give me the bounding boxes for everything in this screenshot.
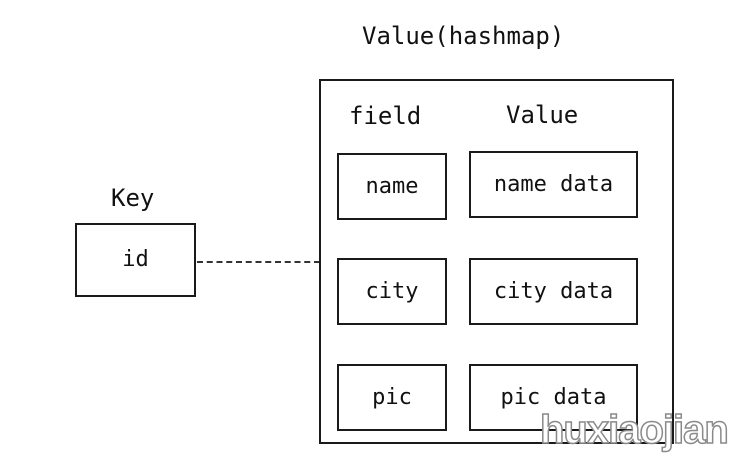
field-box-name: name <box>337 153 447 220</box>
value-text: city data <box>493 278 614 304</box>
field-box-pic: pic <box>337 364 447 431</box>
field-box-city: city <box>337 258 447 325</box>
key-value-text: id <box>122 247 149 272</box>
value-hashmap-title: Value(hashmap) <box>362 22 565 50</box>
watermark-text: huxiaojian <box>539 408 729 452</box>
field-text: name <box>365 173 419 199</box>
value-text: pic data <box>500 384 607 410</box>
key-label: Key <box>111 184 155 212</box>
value-box-city: city data <box>469 258 638 325</box>
field-column-header: field <box>349 102 422 130</box>
value-box-pic: pic data <box>469 364 638 431</box>
value-column-header: Value <box>506 101 579 129</box>
field-text: city <box>365 278 419 304</box>
key-to-value-connector <box>197 261 320 263</box>
key-box: id <box>75 223 196 297</box>
field-text: pic <box>372 384 412 410</box>
value-text: name data <box>493 171 614 197</box>
value-box-name: name data <box>469 151 638 218</box>
